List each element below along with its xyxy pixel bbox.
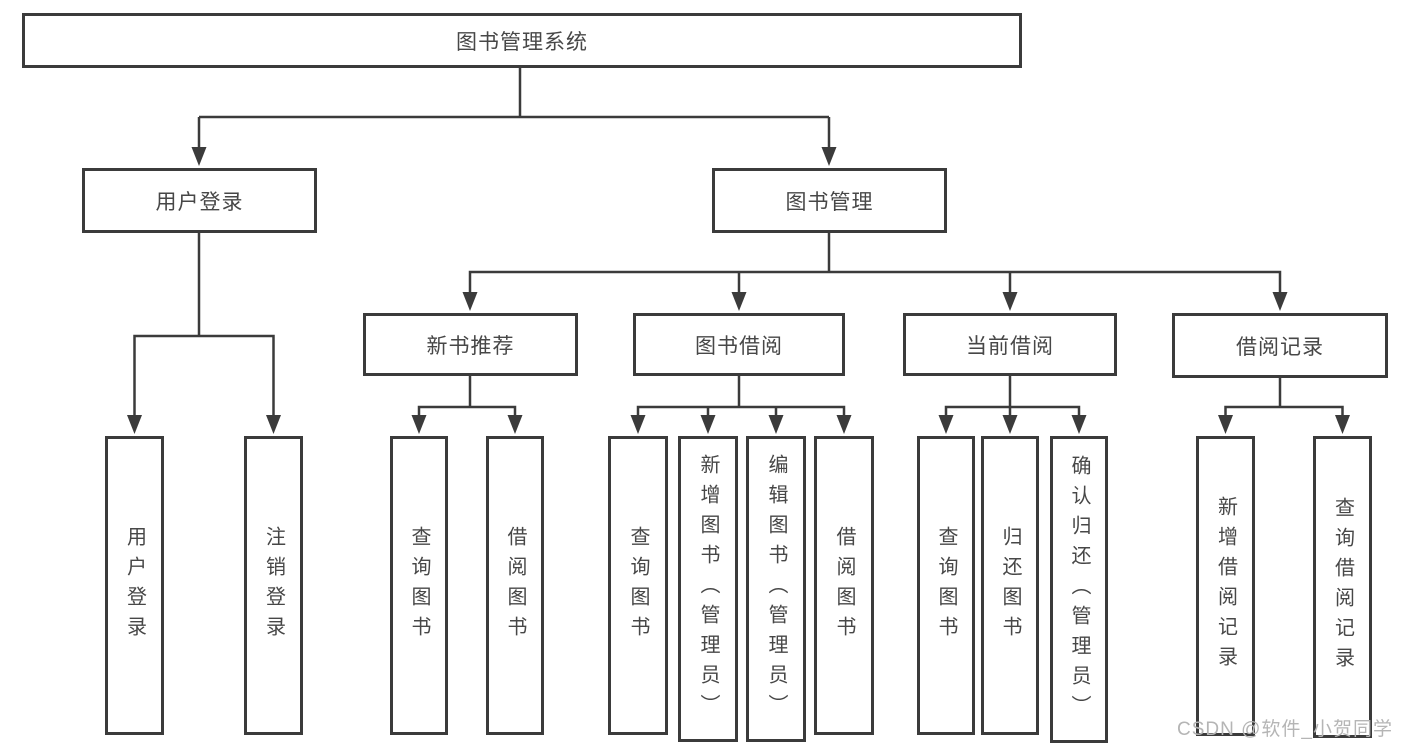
node-edit-books-admin: 编辑图书（管理员） (746, 436, 806, 742)
node-label: 借阅图书 (504, 525, 526, 646)
node-label: 用户登录 (123, 525, 146, 646)
node-label: 图书管理系统 (456, 30, 588, 54)
node-label: 新增借阅记录 (1214, 496, 1237, 676)
node-add-borrow-record: 新增借阅记录 (1196, 436, 1255, 736)
node-label: 确认归还（管理员） (1068, 454, 1090, 725)
node-borrow-books-recommend: 借阅图书 (486, 436, 544, 735)
node-query-borrow-record: 查询借阅记录 (1313, 436, 1372, 738)
node-current-borrowing: 当前借阅 (903, 313, 1117, 376)
node-label: 图书管理 (785, 190, 874, 214)
node-borrow-books-borrowing: 借阅图书 (814, 436, 874, 735)
node-label: 借阅图书 (833, 525, 855, 646)
node-label: 当前借阅 (966, 334, 1054, 358)
csdn-watermark: CSDN @软件_小贺同学 (1177, 719, 1393, 740)
node-confirm-return-admin: 确认归还（管理员） (1050, 436, 1108, 743)
node-library-system-root: 图书管理系统 (22, 13, 1022, 68)
node-new-book-recommend: 新书推荐 (363, 313, 578, 376)
node-label: 新书推荐 (426, 334, 515, 358)
node-label: 编辑图书（管理员） (765, 454, 787, 724)
node-label: 归还图书 (999, 525, 1021, 646)
node-user-login-leaf: 用户登录 (105, 436, 164, 735)
node-book-management-branch: 图书管理 (712, 168, 947, 233)
node-query-books-borrowing: 查询图书 (608, 436, 668, 735)
node-label: 查询图书 (627, 525, 649, 646)
node-query-books-recommend: 查询图书 (390, 436, 448, 735)
node-label: 注销登录 (262, 525, 285, 646)
node-book-borrowing: 图书借阅 (633, 313, 845, 376)
node-label: 查询图书 (935, 525, 957, 646)
node-label: 新增图书（管理员） (697, 454, 719, 724)
node-label: 用户登录 (155, 190, 244, 214)
node-logout-leaf: 注销登录 (244, 436, 303, 735)
node-borrow-records: 借阅记录 (1172, 313, 1388, 378)
node-label: 图书借阅 (695, 334, 783, 358)
node-return-books: 归还图书 (981, 436, 1039, 735)
node-label: 查询图书 (408, 525, 430, 646)
node-label: 查询借阅记录 (1331, 497, 1354, 677)
node-add-books-admin: 新增图书（管理员） (678, 436, 738, 742)
node-query-books-current: 查询图书 (917, 436, 975, 735)
node-label: 借阅记录 (1236, 335, 1324, 359)
node-user-login-branch: 用户登录 (82, 168, 317, 233)
